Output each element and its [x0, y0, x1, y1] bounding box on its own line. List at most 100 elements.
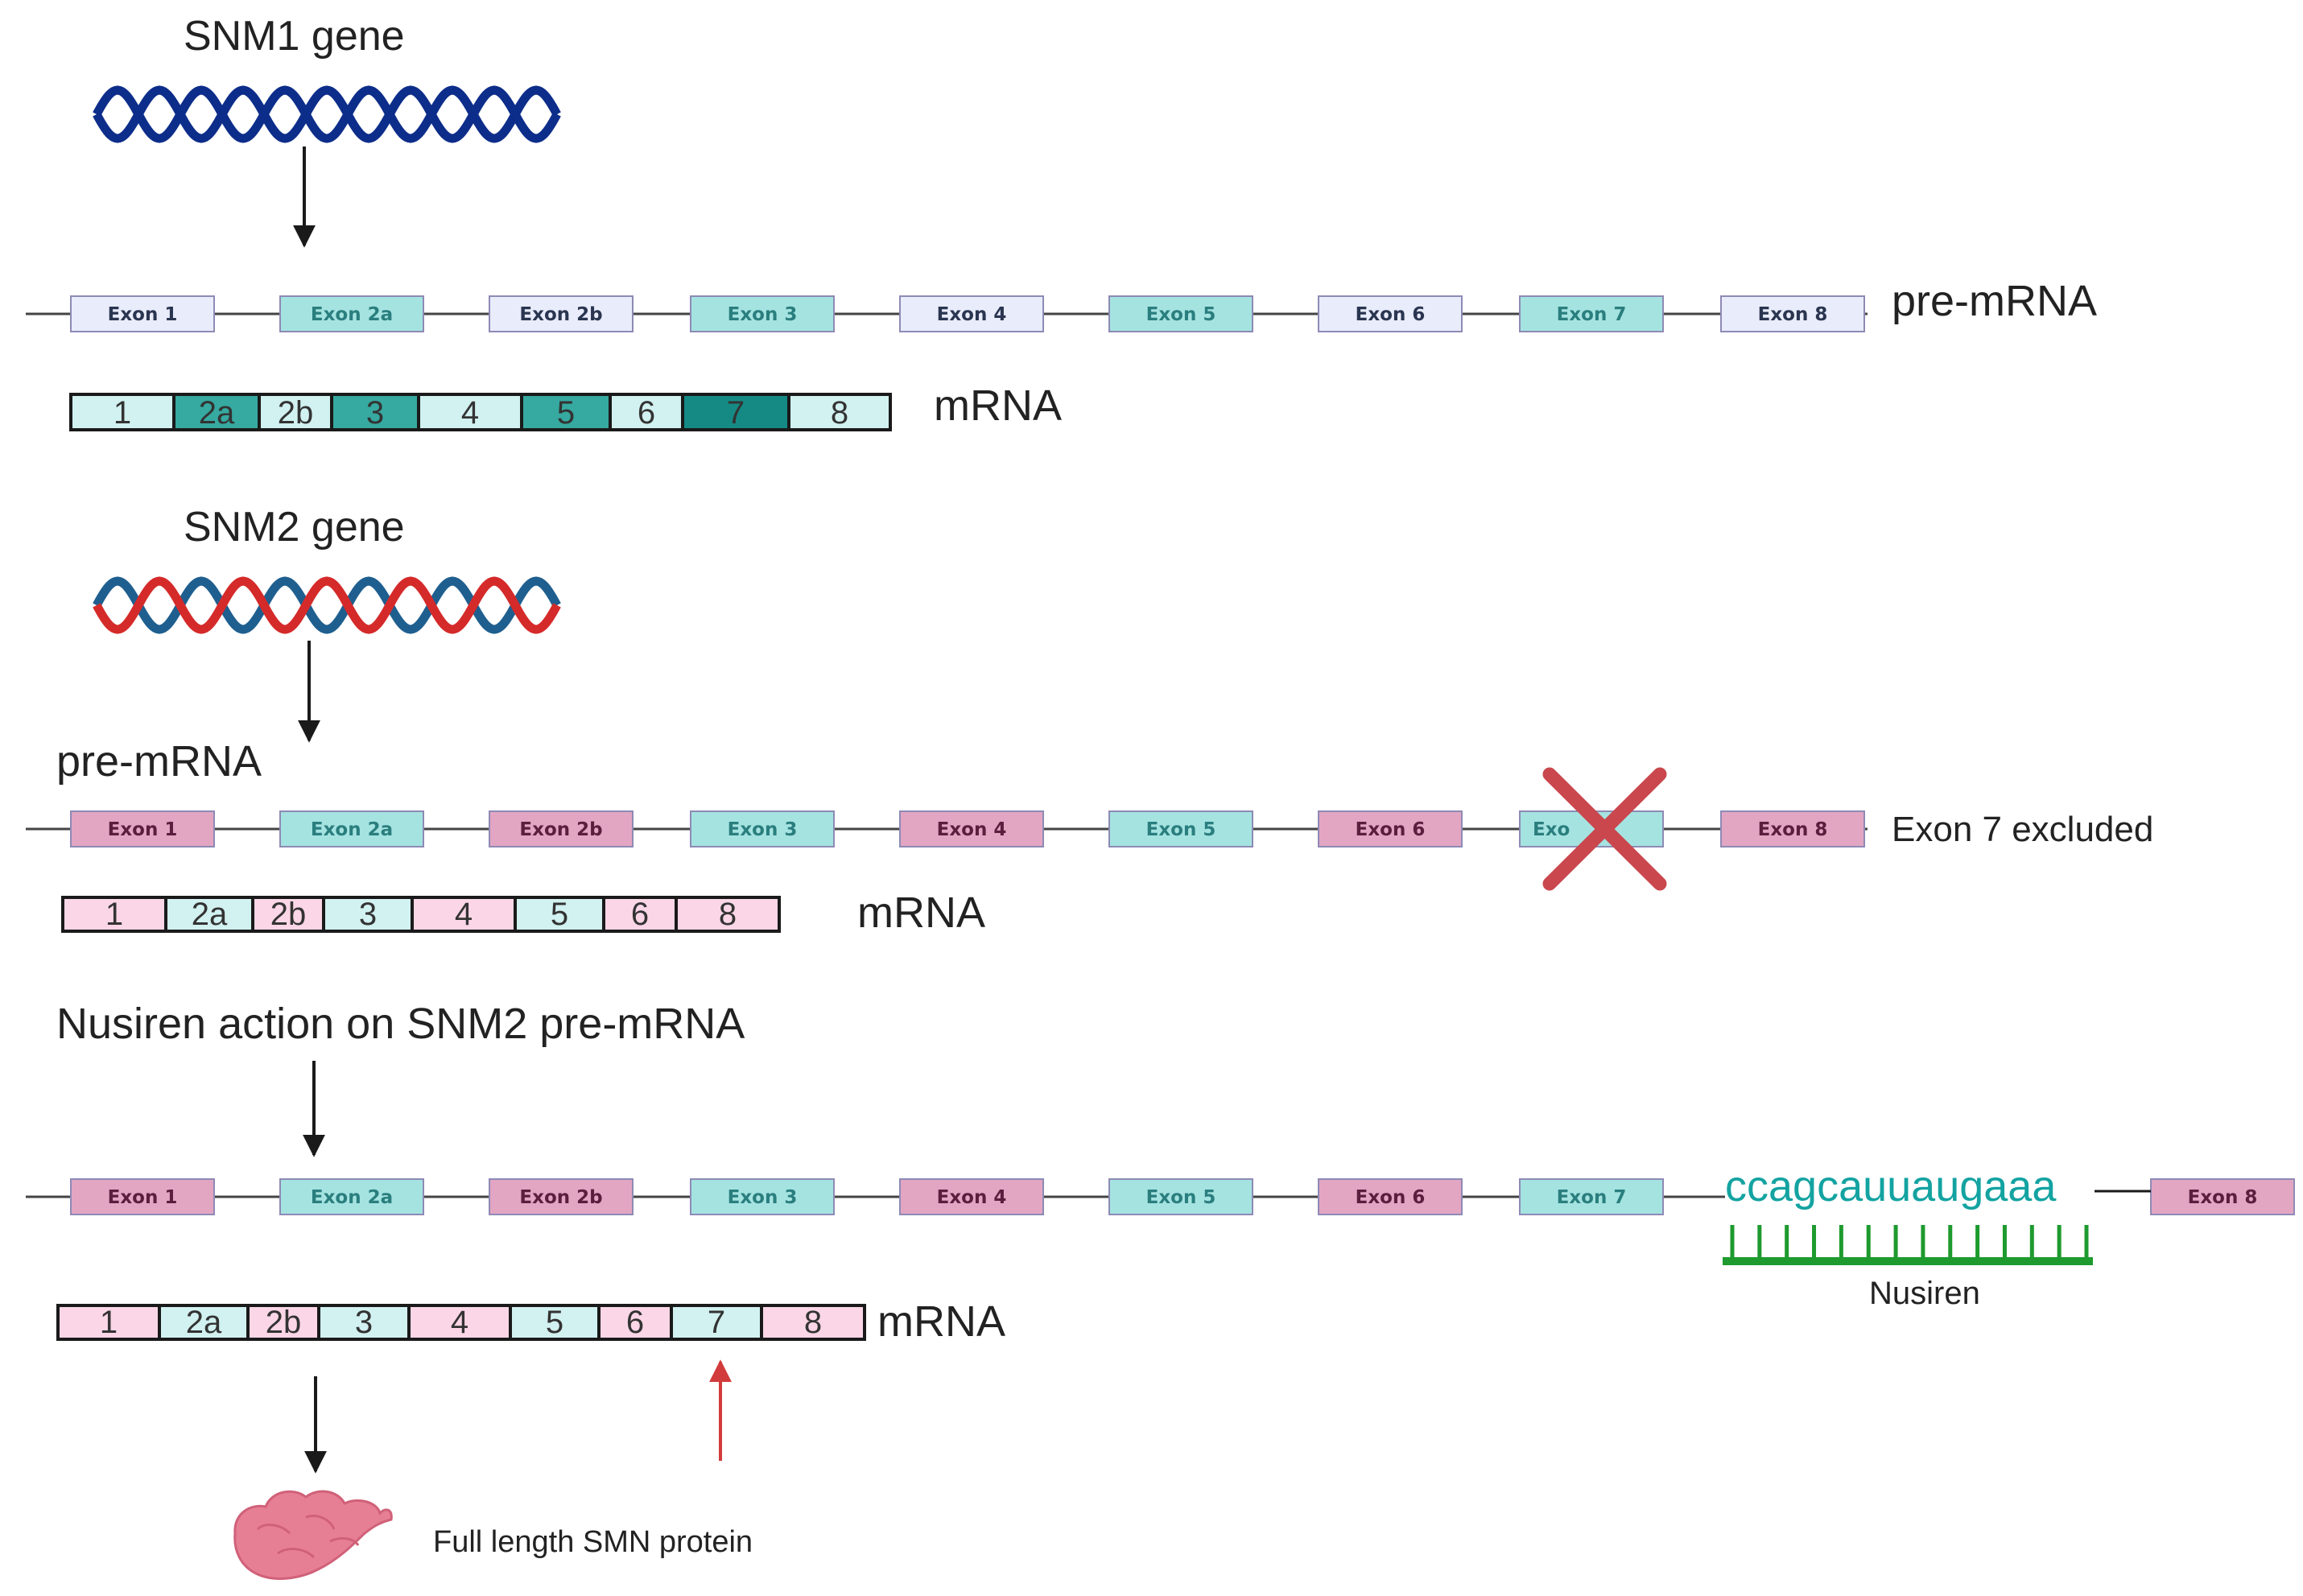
mrna-segment	[322, 896, 414, 933]
nusiren-mrna-label: mRNA	[877, 1297, 1005, 1346]
exon-label: Exon 1	[108, 819, 178, 840]
mrna-segment-label: 3	[366, 395, 384, 431]
mrna-segment-label: 8	[719, 897, 737, 932]
exon-label: Exon 8	[2188, 1187, 2258, 1208]
exon-label: Exon 7	[1557, 304, 1627, 325]
exon-box	[690, 1178, 835, 1215]
mrna-segment-label: 6	[626, 1305, 644, 1340]
mrna-segment	[787, 393, 892, 431]
mrna-segment	[164, 896, 254, 933]
exon-label: Exon 3	[728, 819, 798, 840]
mrna-segment	[258, 393, 333, 431]
mrna-segment	[69, 393, 175, 431]
dna-strand	[93, 85, 561, 143]
exon-box	[1108, 1178, 1253, 1215]
exon-label: Exon 1	[108, 304, 178, 325]
snm1-pre-mrna-label: pre-mRNA	[1892, 277, 2097, 325]
exon-box	[489, 1178, 634, 1215]
mrna-segment-label: 4	[455, 897, 473, 932]
exon-box	[1318, 1178, 1463, 1215]
exon-box	[489, 295, 634, 332]
mrna-segment	[411, 896, 517, 933]
mrna-segment-label: 5	[551, 897, 568, 932]
exon-label: Exon 7	[1557, 1187, 1627, 1208]
snm2-pre-mrna-label: pre-mRNA	[56, 737, 262, 786]
exon-box	[279, 1178, 424, 1215]
exon-label: Exon 6	[1356, 304, 1426, 325]
exon-label: Exon 6	[1356, 819, 1426, 840]
mrna-segment-label: 7	[708, 1305, 725, 1340]
exon-label: Exon 5	[1146, 1187, 1216, 1208]
mrna-segment-label: 6	[631, 897, 649, 932]
mrna-segment-label: 5	[557, 395, 575, 431]
exon-label: Exon 2a	[311, 304, 393, 325]
exon-box	[70, 1178, 215, 1215]
exon-label: Exon 4	[937, 819, 1007, 840]
exon-label: Exon 2a	[311, 819, 393, 840]
protein-label: Full length SMN protein	[433, 1525, 753, 1559]
exon-box	[489, 810, 634, 847]
exon-box	[279, 810, 424, 847]
exon-box	[279, 295, 424, 332]
snm2-gene-label: SNM2 gene	[184, 504, 405, 551]
dna-strand	[93, 576, 561, 634]
mrna-segment-label: 2b	[278, 395, 314, 431]
exon-box	[1108, 295, 1253, 332]
exon-box	[2150, 1178, 2295, 1215]
exon-label: Exon 3	[728, 1187, 798, 1208]
protein-icon	[233, 1490, 393, 1580]
mrna-segment-label: 4	[451, 1305, 468, 1340]
mrna-segment-label: 2b	[270, 897, 307, 932]
exon-box	[1318, 295, 1463, 332]
nusiren-label: Nusiren	[1869, 1276, 1980, 1311]
exon-box	[70, 295, 215, 332]
snm1-gene-label: SNM1 gene	[184, 13, 405, 60]
exon-box	[899, 295, 1044, 332]
mrna-segment-label: 2a	[186, 1305, 222, 1340]
mrna-segment	[675, 896, 781, 933]
exon-label: Exon 8	[1758, 819, 1828, 840]
exon-label: Exon 4	[937, 1187, 1007, 1208]
exon-label: Exon 2b	[519, 304, 602, 325]
exon-box	[899, 810, 1044, 847]
snm2-mrna-label: mRNA	[857, 889, 985, 937]
exon-box	[1720, 810, 1865, 847]
mrna-segment-label: 7	[727, 395, 745, 431]
mrna-segment-label: 8	[831, 395, 848, 431]
nusiren-sequence: ccagcauuaugaaa	[1725, 1162, 2057, 1210]
exon-label: Exo	[1533, 819, 1570, 840]
exon-box	[1519, 295, 1664, 332]
mrna-segment	[760, 1304, 866, 1341]
nusiren-action-title: Nusiren action on SNM2 pre-mRNA	[56, 1000, 745, 1048]
mrna-segment-label: 3	[355, 1305, 373, 1340]
exon-label: Exon 5	[1146, 819, 1216, 840]
exon-box	[1720, 295, 1865, 332]
dna-helix-icon	[93, 576, 561, 634]
mrna-segment-label: 2a	[192, 897, 228, 932]
nusiren-oligo-icon	[1723, 1225, 2093, 1265]
mrna-segment	[407, 1304, 512, 1341]
mrna-segment-label: 8	[804, 1305, 822, 1340]
exon-box	[70, 810, 215, 847]
exon-label: Exon 2b	[519, 1187, 602, 1208]
mrna-segment	[317, 1304, 411, 1341]
exon-label: Exon 8	[1758, 304, 1828, 325]
dna-helix-icon	[93, 85, 561, 143]
exon-label: Exon 1	[108, 1187, 178, 1208]
exon-box	[1108, 810, 1253, 847]
snm1-mrna-label: mRNA	[934, 381, 1062, 430]
mrna-segment	[251, 896, 325, 933]
mrna-segment	[56, 1304, 161, 1341]
cross-mark-icon	[1542, 767, 1667, 891]
exon-box	[1519, 1178, 1664, 1215]
mrna-segment	[246, 1304, 320, 1341]
mrna-segment	[670, 1304, 763, 1341]
mrna-segment-label: 6	[638, 395, 655, 431]
mrna-segment-label: 5	[546, 1305, 563, 1340]
exon-label: Exon 3	[728, 304, 798, 325]
